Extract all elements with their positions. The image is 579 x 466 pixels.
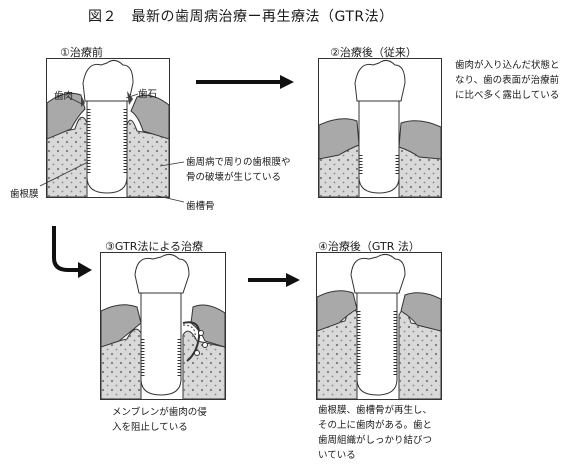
calculus-label: 歯石 [138,89,158,100]
panel-3-label: ③GTR法による治療 [105,240,204,253]
arrow-right-icon [248,272,302,288]
gum-label: 歯肉 [54,91,74,102]
panel-3-note: メンブレンが歯肉の侵 入を阻止している [112,407,207,433]
figure-title: 図２ 最新の歯周病治療ー再生療法（GTR法） [88,9,394,25]
panel-4-label: ④治療後（GTR 法） [318,240,420,253]
panel-after-gtr [316,252,442,400]
periodontal-ligament-label: 歯根膜 [10,189,39,200]
panel-2-label: ②治療後（従来） [330,46,417,59]
panel-2-note: 歯肉が入り込んだ状態と なり、歯の表面が治療前 に比べ多く露出している [455,60,560,101]
panel-4-note: 歯根膜、歯槽骨が再生し、 その上に歯肉がある。歯と 歯周組織がしっかり結びつ い… [318,405,433,461]
panel-gtr-treatment [100,252,226,400]
panel-1-note: 歯周病で周りの歯根膜や 骨の破壊が生じている [186,157,291,183]
tooth-after-conventional-illustration [319,59,441,197]
panel-1-label: ①治療前 [60,46,103,59]
alveolar-bone-label: 歯槽骨 [186,201,215,212]
arrow-right-icon [196,74,296,90]
panel-before-treatment [46,58,170,198]
tooth-after-gtr-illustration [317,253,441,399]
tooth-before-illustration [47,59,169,197]
curved-arrow-icon [46,224,96,284]
panel-after-conventional [318,58,442,198]
tooth-gtr-illustration [101,253,225,399]
